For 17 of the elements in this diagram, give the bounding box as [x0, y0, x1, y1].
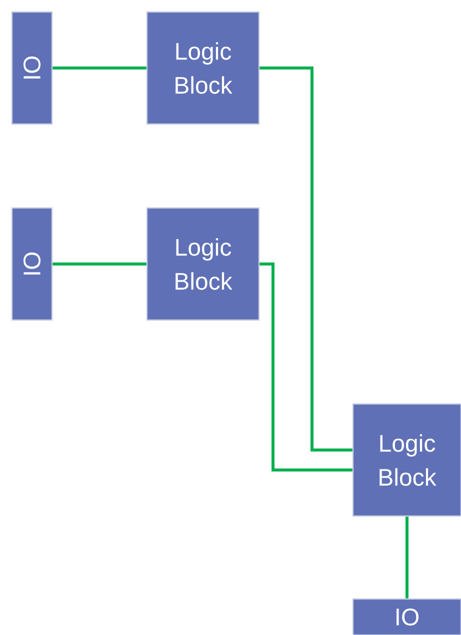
io-box: [352, 598, 461, 635]
connector-line: [260, 66, 352, 452]
connector-line: [260, 262, 352, 472]
logic-block-box: [352, 403, 461, 517]
io-box: [11, 11, 53, 125]
node-label: Logic Block: [176, 42, 232, 94]
connector-line: [406, 516, 408, 598]
node-label: Logic Block: [176, 238, 232, 290]
connector-line: [52, 262, 146, 266]
io-box: [11, 207, 53, 321]
logic-block-box: [146, 207, 260, 321]
node-label: IO: [24, 56, 40, 78]
node-label: Logic Block: [380, 434, 436, 486]
node-label: IO: [396, 608, 419, 626]
connector-line: [52, 66, 146, 70]
logic-block-box: [146, 11, 260, 125]
node-label: IO: [24, 252, 40, 274]
